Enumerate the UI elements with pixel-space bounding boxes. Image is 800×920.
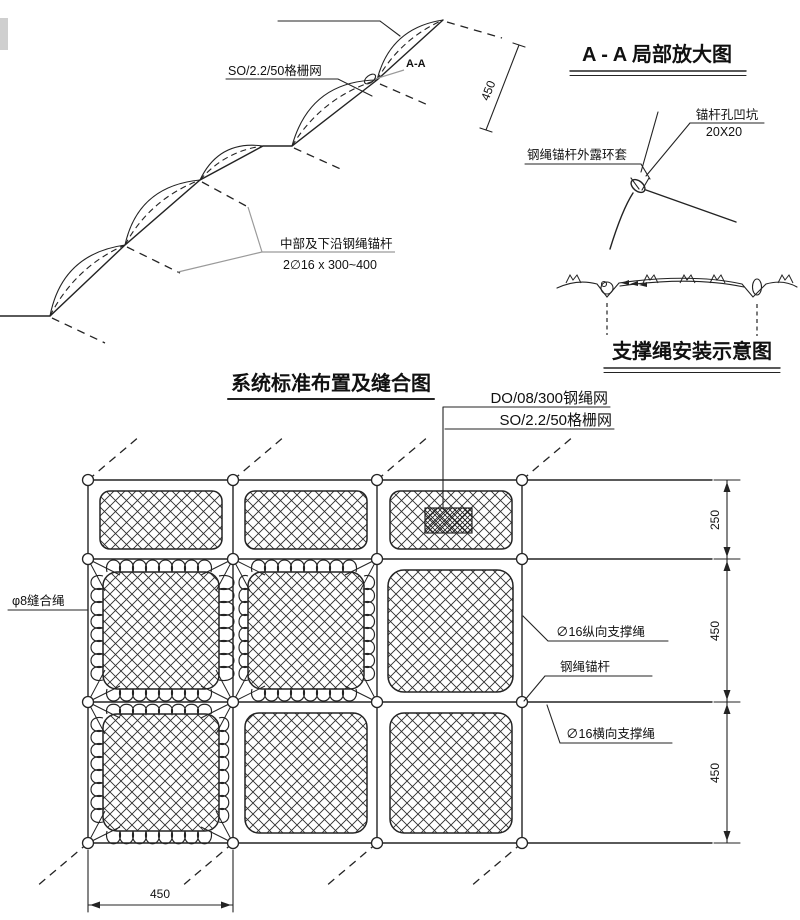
anchor-spec-leader	[177, 206, 395, 273]
pit-label-leader	[645, 122, 765, 177]
mesh-panel-r2c3	[387, 569, 514, 693]
dim-row-top: 250	[708, 510, 722, 530]
stitch-coil	[361, 575, 376, 681]
anchor-nodes	[81, 473, 529, 850]
top-anchor-dashes	[87, 435, 575, 481]
mesh-panel-r3c1	[102, 713, 220, 832]
detail-title: A - A 局部放大图	[582, 42, 732, 66]
rope-net-label: DO/08/300钢绳网	[490, 390, 608, 407]
stitch-coil	[251, 559, 357, 573]
stitch-coil	[106, 703, 212, 716]
stitch-coil	[238, 575, 250, 681]
bottom-anchor-dashes	[35, 842, 523, 888]
corner-ties	[87, 558, 378, 844]
mesh-panel-r3c3	[389, 712, 513, 834]
slope-elevation-view: SO/2.2/50格栅网 中部及下沿钢绳锚杆 2∅16 x 300~400 A-…	[0, 18, 526, 344]
grid-vertical-ropes	[87, 479, 523, 844]
support-title: 支撑绳安装示意图	[612, 339, 772, 363]
grass-mark	[709, 274, 726, 284]
anchor-spec-label-line1: 中部及下沿钢绳锚杆	[280, 236, 393, 251]
rope-double-line	[619, 280, 745, 288]
anchor-rod-label: 钢绳锚杆	[560, 659, 611, 674]
layout-view: 系统标准布置及缝合图	[7, 371, 741, 913]
stitch-coil	[90, 575, 104, 681]
grid-mesh-label: SO/2.2/50格栅网	[499, 412, 612, 429]
anchor-rod-leader	[523, 675, 653, 702]
mesh-panel-r2c1	[102, 571, 220, 690]
top-leader-line	[277, 20, 401, 37]
anchor-loop-symbol	[363, 73, 377, 85]
vertical-dimension-chain: 250 450 450	[708, 479, 741, 844]
mesh-panel-r2c2	[247, 571, 365, 690]
ground-surface-lines	[609, 189, 737, 250]
longitudinal-rope-leader	[522, 615, 669, 642]
spec-label-leader	[442, 406, 615, 510]
pit-size-label: 20X20	[706, 125, 742, 139]
stitch-coil	[217, 717, 230, 823]
loop-label: 钢绳锚杆外露环套	[527, 147, 628, 162]
anchor-loop-right	[751, 278, 763, 296]
pit-leader-2	[640, 111, 659, 173]
stitch-coil	[218, 575, 235, 681]
dim-row-middle: 450	[708, 621, 722, 641]
mesh-bulge-dashed-curves	[49, 19, 444, 317]
berm-dashed-lines	[51, 21, 503, 344]
support-rope-view: 支撑绳安装示意图	[556, 274, 798, 374]
anchor-spec-label-line2: 2∅16 x 300~400	[283, 258, 377, 272]
layout-title: 系统标准布置及缝合图	[231, 371, 431, 395]
anchor-loop-left	[600, 281, 614, 295]
dim-row-bottom: 450	[708, 763, 722, 783]
loop-label-leader	[524, 163, 651, 180]
pit-notch-lines	[630, 177, 650, 191]
grid-horizontal-ropes	[87, 479, 713, 844]
mesh-spec-leader	[225, 78, 373, 97]
mesh-panel-r1c1	[99, 490, 223, 550]
mesh-spec-label: SO/2.2/50格栅网	[228, 63, 322, 78]
mesh-panel-r3c2	[244, 712, 368, 834]
transverse-rope-label: ∅16横向支撑绳	[566, 726, 655, 741]
slope-spacing-dimension: 450	[478, 42, 526, 133]
longitudinal-rope-label: ∅16纵向支撑绳	[556, 624, 645, 639]
section-marker: A-A	[406, 58, 426, 70]
exposed-loop-symbol	[630, 178, 646, 194]
pit-label: 锚杆孔凹坑	[696, 107, 759, 122]
horizontal-dimension: 450	[87, 849, 234, 913]
anchor-axis-dashed	[606, 303, 758, 336]
stitch-coil	[251, 688, 357, 702]
stitch-coil	[106, 559, 212, 573]
section-marker-leader	[374, 69, 405, 80]
anchor-loop-left-inner	[600, 280, 608, 288]
mesh-panel-r1c2	[244, 490, 368, 550]
rope-clip-arrows	[621, 280, 647, 287]
transverse-rope-leader	[546, 704, 673, 744]
slope-spacing-dim-text: 450	[478, 78, 498, 102]
dim-col-width: 450	[150, 887, 170, 901]
rope-net-sample-patch	[424, 507, 473, 534]
stitch-coil	[90, 717, 104, 823]
mesh-bulge-curves	[49, 19, 444, 317]
seam-rope-label: φ8缝合绳	[12, 593, 65, 608]
stitch-coil	[106, 830, 212, 845]
aa-detail-view: A - A 局部放大图 锚杆孔凹坑 20X20 钢绳锚杆外露环套	[524, 42, 765, 250]
stitch-coil	[106, 688, 212, 702]
scan-artifact	[0, 18, 8, 50]
